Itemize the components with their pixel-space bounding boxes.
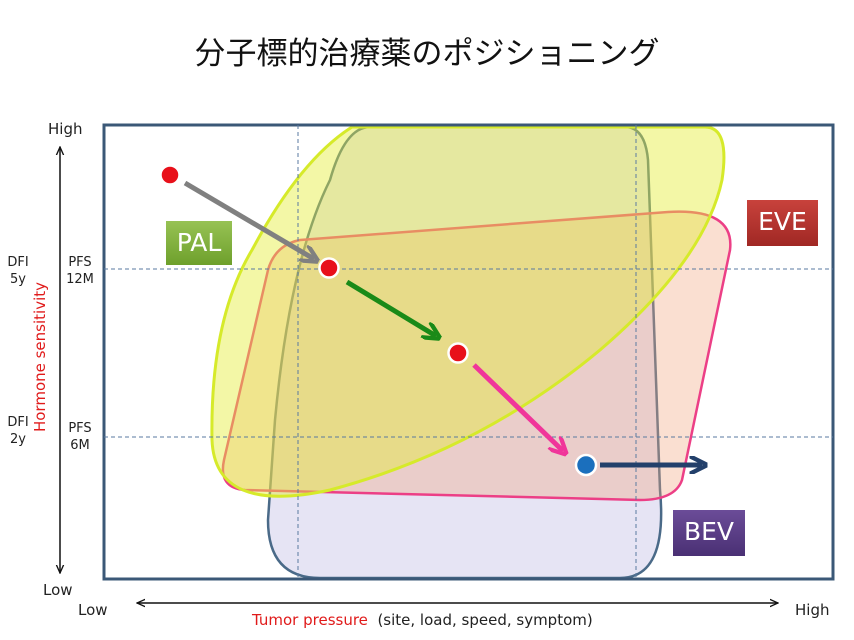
tag-bev-label: BEV	[683, 517, 735, 546]
x-axis-label-detail: (site, load, speed, symptom)	[377, 611, 593, 629]
page-title: 分子標的治療薬のポジショニング	[194, 36, 660, 72]
dfi-2y-label: DFI 2y	[7, 415, 29, 447]
pfs-12m-label: PFS 12M	[66, 255, 94, 287]
plot-frame	[102, 123, 835, 581]
arrow-pink	[472, 363, 563, 451]
arrow-gray	[183, 180, 314, 259]
x-axis-label-main: Tumor pressure	[252, 611, 368, 629]
tag-eve-label: EVE	[758, 207, 807, 236]
point-start	[159, 164, 181, 186]
point-eve	[447, 342, 469, 364]
point-pal	[318, 257, 340, 279]
y-axis-high: High	[48, 120, 83, 138]
tag-pal-label: PAL	[176, 228, 222, 257]
tag-pal: PAL	[166, 221, 232, 265]
y-axis-low: Low	[43, 581, 73, 599]
tag-bev: BEV	[673, 510, 745, 556]
tag-eve: EVE	[747, 200, 818, 246]
pal-region	[210, 125, 726, 498]
x-axis-high: High	[795, 601, 830, 619]
x-axis-label: Tumor pressure (site, load, speed, sympt…	[252, 611, 593, 629]
pfs-6m-label: PFS 6M	[68, 421, 92, 453]
x-axis-low: Low	[78, 601, 108, 619]
arrow-green	[345, 279, 436, 336]
point-bev	[574, 453, 598, 477]
dfi-5y-label: DFI 5y	[7, 255, 29, 287]
y-axis-label: Hormone sensitivity	[31, 281, 49, 433]
